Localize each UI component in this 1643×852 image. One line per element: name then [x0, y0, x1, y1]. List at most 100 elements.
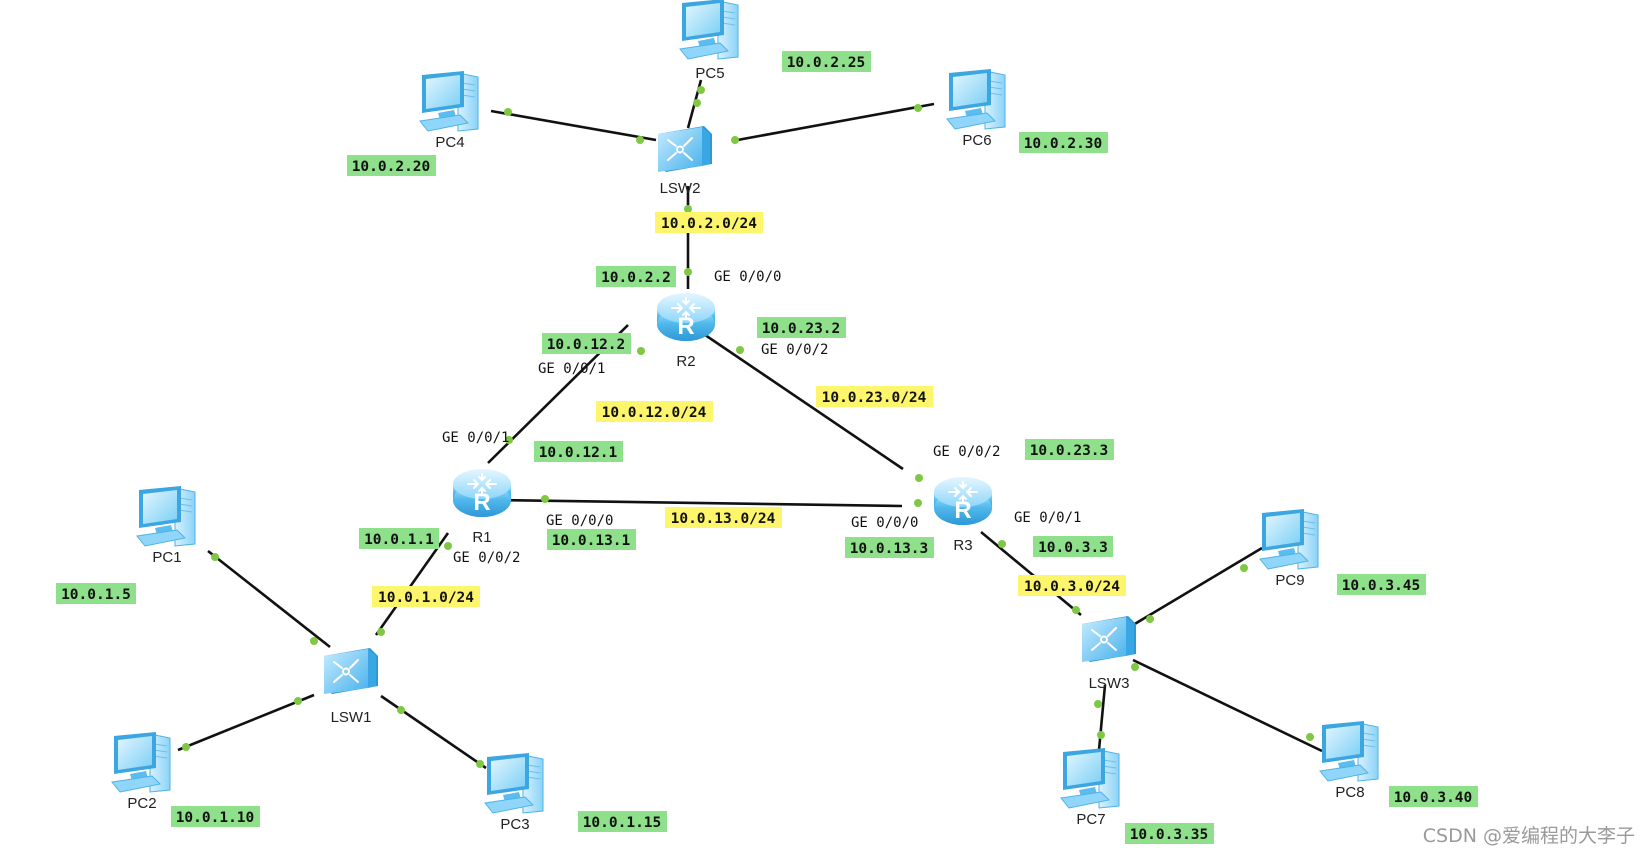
ip-tag: 10.0.23.3	[1025, 439, 1114, 460]
port-label-r2-ge002: GE 0/0/2	[761, 342, 828, 358]
subnet-tag: 10.0.2.0/24	[655, 212, 763, 233]
device-label: LSW2	[660, 180, 701, 197]
link-lsw3-pc9	[1132, 546, 1263, 627]
port-dot	[1072, 606, 1080, 614]
svg-text:10.0.13.3: 10.0.13.3	[850, 541, 929, 557]
router-icon	[656, 292, 716, 342]
pc-pc1[interactable]: PC1	[136, 485, 196, 566]
link-lsw1-pc3	[380, 694, 487, 770]
port-label-r1-ge001: GE 0/0/1	[442, 430, 509, 446]
device-label: PC3	[500, 816, 529, 833]
device-label: PC2	[127, 795, 156, 812]
router-icon	[933, 476, 993, 526]
svg-text:10.0.13.1: 10.0.13.1	[552, 533, 631, 549]
port-dot	[915, 474, 923, 482]
device-label: PC5	[695, 65, 724, 82]
pc-pc5[interactable]: PC5	[679, 0, 739, 82]
svg-text:10.0.2.2: 10.0.2.2	[601, 270, 671, 286]
pc-icon	[1259, 508, 1319, 570]
ip-tag: 10.0.1.1	[359, 528, 439, 549]
pc-pc6[interactable]: PC6	[946, 68, 1006, 149]
pc-pc3[interactable]: PC3	[484, 752, 544, 833]
switch-icon	[657, 125, 713, 173]
pc-icon	[111, 731, 171, 793]
pc-pc4[interactable]: PC4	[419, 70, 479, 151]
port-dot	[211, 553, 219, 561]
pc-pc7[interactable]: PC7	[1060, 747, 1120, 828]
switch-lsw1[interactable]: LSW1	[323, 647, 379, 726]
ip-tag: 10.0.3.45	[1337, 574, 1426, 595]
svg-text:10.0.3.40: 10.0.3.40	[1394, 790, 1473, 806]
switch-lsw2[interactable]: LSW2	[657, 125, 713, 197]
device-label: R3	[953, 537, 972, 554]
device-label: PC1	[152, 549, 181, 566]
pc-icon	[136, 485, 196, 547]
svg-text:10.0.3.45: 10.0.3.45	[1342, 578, 1421, 594]
port-dot	[294, 697, 302, 705]
port-dot	[1146, 615, 1154, 623]
port-label-r1-ge000: GE 0/0/0	[546, 513, 613, 529]
ip-tag: 10.0.3.3	[1033, 536, 1113, 557]
port-dot	[1306, 733, 1314, 741]
subnet-tag: 10.0.1.0/24	[372, 586, 480, 607]
ip-tag: 10.0.2.2	[596, 266, 676, 287]
subnet-tag: 10.0.12.0/24	[596, 401, 713, 422]
subnet-tag: 10.0.13.0/24	[665, 507, 782, 528]
ip-tag: 10.0.2.30	[1019, 132, 1108, 153]
port-dot	[397, 706, 405, 714]
watermark: CSDN @爱编程的大李子	[1423, 825, 1635, 847]
svg-text:10.0.12.1: 10.0.12.1	[539, 445, 618, 461]
link-lsw1-pc1	[207, 549, 331, 649]
svg-text:10.0.23.2: 10.0.23.2	[762, 321, 841, 337]
device-label: LSW1	[331, 709, 372, 726]
link-lsw1-pc2	[177, 693, 315, 752]
device-label: PC7	[1076, 811, 1105, 828]
port-dot	[697, 86, 705, 94]
port-dot	[505, 436, 513, 444]
svg-text:10.0.23.3: 10.0.23.3	[1030, 443, 1109, 459]
link-lsw3-pc7	[1097, 684, 1107, 751]
pc-icon	[946, 68, 1006, 130]
subnet-tag: 10.0.23.0/24	[816, 386, 933, 407]
svg-text:10.0.1.0/24: 10.0.1.0/24	[378, 590, 474, 606]
subnet-tag: 10.0.3.0/24	[1018, 575, 1126, 596]
port-dot	[504, 108, 512, 116]
svg-text:10.0.13.0/24: 10.0.13.0/24	[671, 511, 776, 527]
port-dot	[684, 268, 692, 276]
router-r3[interactable]: R3	[933, 476, 993, 554]
pc-icon	[419, 70, 479, 132]
port-label-r3-ge002: GE 0/0/2	[933, 444, 1000, 460]
port-label-r3-ge001: GE 0/0/1	[1014, 510, 1081, 526]
port-dot	[637, 347, 645, 355]
port-dot	[731, 136, 739, 144]
port-dot	[1097, 731, 1105, 739]
switch-lsw3[interactable]: LSW3	[1081, 615, 1137, 692]
svg-text:10.0.2.20: 10.0.2.20	[352, 159, 431, 175]
port-label-r2-ge000: GE 0/0/0	[714, 269, 781, 285]
ip-tag: 10.0.3.40	[1389, 786, 1478, 807]
link-lsw2-pc6	[731, 102, 935, 143]
device-label: R2	[676, 353, 695, 370]
ip-tag: 10.0.1.5	[56, 583, 136, 604]
pc-icon	[679, 0, 739, 60]
port-label-r2-ge001: GE 0/0/1	[538, 361, 605, 377]
link-lsw3-pc8	[1132, 658, 1323, 753]
port-label-r1-ge002: GE 0/0/2	[453, 550, 520, 566]
svg-text:10.0.2.0/24: 10.0.2.0/24	[661, 216, 757, 232]
port-dot	[693, 99, 701, 107]
pc-icon	[1060, 747, 1120, 809]
pc-pc8[interactable]: PC8	[1319, 720, 1379, 801]
svg-text:10.0.1.1: 10.0.1.1	[364, 532, 434, 548]
pc-pc9[interactable]: PC9	[1259, 508, 1319, 589]
port-dot	[914, 499, 922, 507]
link-lsw2-pc4	[490, 109, 657, 142]
port-dot	[684, 205, 692, 213]
svg-text:10.0.3.0/24: 10.0.3.0/24	[1024, 579, 1120, 595]
port-dot	[736, 346, 744, 354]
svg-text:10.0.1.10: 10.0.1.10	[176, 810, 255, 826]
router-r2[interactable]: R2	[656, 292, 716, 370]
pc-pc2[interactable]: PC2	[111, 731, 171, 812]
ip-tag: 10.0.2.25	[782, 51, 871, 72]
router-r1[interactable]: R1	[452, 468, 512, 546]
